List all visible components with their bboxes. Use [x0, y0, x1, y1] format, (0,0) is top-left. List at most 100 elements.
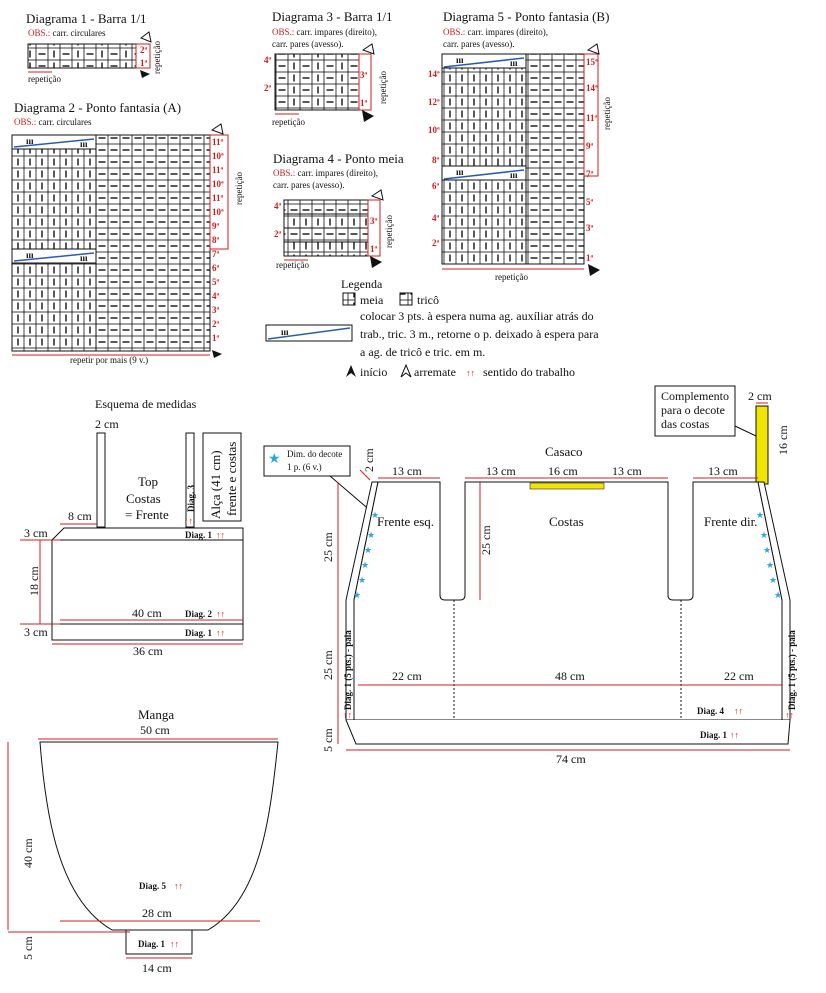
top-name-2: Costas	[126, 491, 161, 506]
row-label: 1ª	[586, 253, 594, 263]
row-label: 5ª	[586, 197, 594, 207]
svg-text:ııı: ııı	[510, 58, 518, 68]
svg-text:↑↑: ↑↑	[216, 530, 225, 540]
star-icon: ★	[760, 530, 768, 540]
row-label: 1ª	[360, 98, 368, 108]
diagram-5-obs1: carr. impares (direito),	[468, 27, 548, 37]
row-label: 4ª	[212, 291, 220, 301]
svg-text:↑↑: ↑↑	[170, 939, 179, 949]
complemento-strip	[755, 405, 769, 485]
legend-sentido: sentido do trabalho	[483, 365, 575, 379]
top-alca-1: Alça (41 cm)	[208, 450, 223, 519]
svg-text:OBS.: carr. circulares: OBS.: carr. circulares	[14, 117, 92, 127]
star-icon: ★	[756, 510, 764, 520]
casaco-width-13d: 13 cm	[708, 464, 738, 478]
diagram-2-obs: carr. circulares	[39, 117, 92, 127]
star-icon: ★	[774, 590, 782, 600]
row-label: 10ª	[428, 125, 440, 135]
diagram-3-obs-label: OBS.:	[272, 27, 294, 37]
diagram-1-row-2: 2ª	[140, 45, 148, 55]
legend-cable-2: trab., tric. 3 m., retorne o p. deixado …	[360, 327, 599, 341]
row-label: 14ª	[428, 69, 440, 79]
svg-text:↑↑: ↑↑	[184, 516, 193, 526]
diagram-5-title: Diagrama 5 - Ponto fantasia (B)	[443, 9, 609, 24]
row-label: 9ª	[586, 141, 594, 151]
svg-text:OBS.: carr. impares (direito),: OBS.: carr. impares (direito),	[272, 27, 377, 37]
casaco-diag-4: Diag. 4	[697, 706, 725, 716]
casaco-width-16: 16 cm	[548, 464, 578, 478]
row-label: 12ª	[428, 97, 440, 107]
legend-title: Legenda	[341, 277, 383, 291]
top-height-3b: 3 cm	[24, 625, 48, 639]
diagram-5-repeat: repetição	[495, 272, 528, 282]
legend-arremate: arremate	[414, 365, 456, 379]
row-label: 11ª	[212, 165, 224, 175]
diagram-5-right-rows: 15ª 14ª 11ª 9ª 7ª 5ª 3ª 1ª	[586, 57, 598, 263]
top-width-40: 40 cm	[132, 606, 162, 620]
costas-label: Costas	[549, 514, 584, 529]
manga-width-28: 28 cm	[142, 906, 172, 920]
row-label: 7ª	[586, 169, 594, 179]
star-icon: ★	[763, 545, 771, 555]
manga-height-5: 5 cm	[21, 936, 35, 960]
svg-text:↑↑: ↑↑	[734, 706, 743, 716]
casaco-width-48: 48 cm	[555, 669, 585, 683]
row-label: 9ª	[212, 221, 220, 231]
star-icon: ★	[361, 560, 369, 570]
row-label: 10ª	[212, 179, 224, 189]
top-schematic: Esquema de medidas 2 cm Alça (41 cm) fre…	[20, 397, 244, 658]
casaco-top-2: 2 cm	[362, 448, 376, 472]
diagram-5-left-rows: 14ª 12ª 10ª 8ª 6ª 4ª 2ª	[428, 69, 440, 248]
top-title: Esquema de medidas	[95, 397, 197, 411]
top-diag-1b: Diag. 1	[185, 628, 213, 638]
pala-right: Diag. 1 (5 pts.) - pala	[787, 630, 797, 710]
star-icon: ★	[364, 545, 372, 555]
row-label: 3ª	[370, 216, 378, 226]
pala-left: Diag. 1 (5 pts.) - pala	[343, 630, 353, 710]
row-label: 6ª	[212, 263, 220, 273]
manga-width-50: 50 cm	[140, 723, 170, 737]
svg-text:ııı: ııı	[80, 139, 88, 149]
diagram-2-side: repetição	[234, 172, 244, 205]
top-diag-3: Diag. 3	[186, 485, 196, 513]
diagram-1-grid	[27, 43, 137, 69]
svg-text:OBS.: carr. circulares: OBS.: carr. circulares	[28, 28, 106, 38]
row-label: 3ª	[586, 223, 594, 233]
arremate-icon	[400, 363, 412, 378]
diagram-4-obs2: carr. pares (avesso).	[273, 180, 344, 190]
frente-esq-label: Frente esq.	[377, 514, 434, 529]
star-icon: ★	[766, 560, 774, 570]
svg-text:↑↑: ↑↑	[343, 710, 352, 720]
row-label: 8ª	[212, 235, 220, 245]
row-label: 8ª	[432, 155, 440, 165]
row-label: 10ª	[212, 151, 224, 161]
row-label: 1ª	[212, 333, 220, 343]
casaco-width-22a: 22 cm	[392, 669, 422, 683]
row-label: 4ª	[274, 201, 282, 211]
row-label: 4ª	[432, 213, 440, 223]
diagram-2-grid-meia	[11, 134, 97, 352]
top-diag-2: Diag. 2	[185, 609, 213, 619]
diagram-1-side: repetição	[152, 41, 162, 74]
casaco-height-25a: 25 cm	[321, 532, 335, 562]
casaco-width-22b: 22 cm	[724, 669, 754, 683]
casaco-height-25c: 25 cm	[321, 650, 335, 680]
svg-text:ııı: ııı	[456, 167, 464, 177]
top-name-3: = Frente	[125, 507, 169, 522]
star-icon: ★	[371, 510, 379, 520]
star-icon: ★	[353, 590, 361, 600]
row-label: 14ª	[586, 83, 598, 93]
row-label: 11ª	[586, 113, 598, 123]
casaco-diag-1: Diag. 1	[700, 730, 728, 740]
dim-decote-2: 1 p. (6 v.)	[287, 462, 322, 472]
diagram-1-title: Diagrama 1 - Barra 1/1	[26, 11, 147, 26]
diagram-3-obs2: carr. pares (avesso).	[272, 39, 343, 49]
diagram-3: Diagrama 3 - Barra 1/1 OBS.: carr. impar…	[264, 9, 393, 127]
diagram-2-rows: 11ª 10ª 11ª 10ª 11ª 10ª 9ª 8ª 7ª 6ª 5ª 4…	[212, 137, 224, 343]
manga-diag-5: Diag. 5	[139, 881, 167, 891]
top-strap-width: 2 cm	[95, 417, 119, 431]
svg-text:ııı: ııı	[281, 327, 289, 337]
row-label: 11ª	[212, 193, 224, 203]
casaco-width-13c: 13 cm	[612, 464, 642, 478]
